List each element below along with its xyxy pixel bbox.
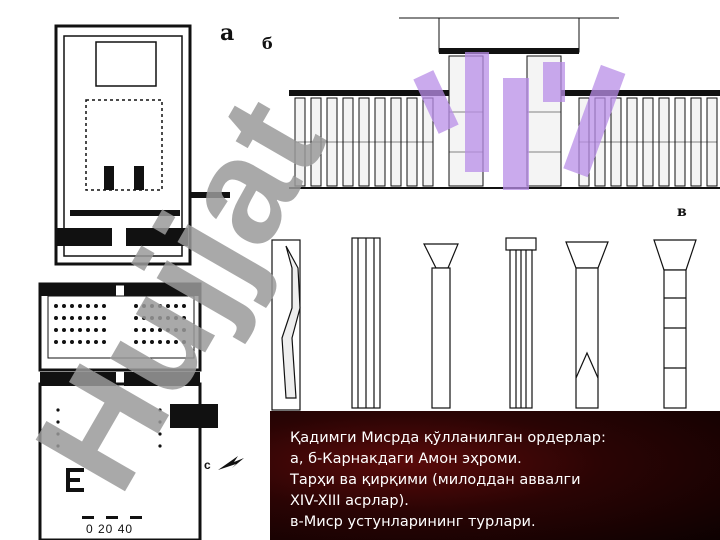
caption: Қадимги Мисрда қўлланилган ордерлар: а, … [290,428,710,533]
figure-label-s: с [204,458,211,472]
caption-line: а, б-Карнакдаги Амон эҳроми. [290,451,522,467]
caption-box [270,411,720,540]
caption-line: Тарҳи ва қирқими (милоддан аввалги [290,472,581,488]
scale-bar-label: 0 20 40 [86,522,134,536]
figure-label-a: а [220,20,235,46]
figure-label-b: б [262,34,273,53]
hypostyle-hall-section [289,12,720,190]
egyptian-column-types [271,237,697,411]
caption-line: Қадимги Мисрда қўлланилган ордерлар: [290,430,606,446]
temple-floor-plan [38,24,244,540]
caption-line: XIV-XIII асрлар). [290,493,409,509]
figure-label-v: в [677,204,687,220]
caption-line: в-Миср устунларининг турлари. [290,514,536,530]
